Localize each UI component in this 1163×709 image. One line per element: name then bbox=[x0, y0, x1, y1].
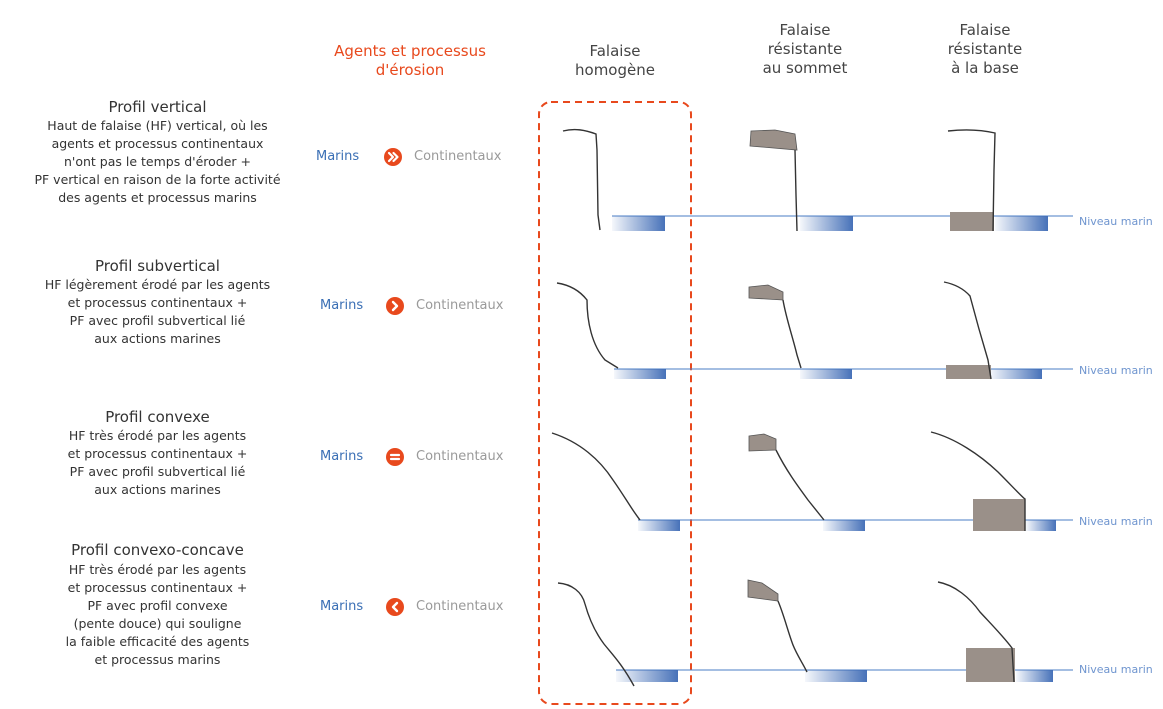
water-bar bbox=[990, 369, 1042, 379]
water-bar bbox=[995, 216, 1048, 231]
cliff-profile bbox=[562, 128, 601, 231]
water-bar bbox=[612, 216, 665, 231]
cliff-profile bbox=[782, 299, 802, 369]
row-desc-profil-convexe: HF très érodé par les agents et processu… bbox=[67, 428, 248, 497]
niveau-marin-label: Niveau marin bbox=[1079, 364, 1153, 377]
cliff-profile bbox=[943, 281, 992, 380]
chevron-left-icon bbox=[386, 598, 404, 616]
water-bar bbox=[800, 216, 853, 231]
resistant-rock-layer bbox=[966, 648, 1015, 682]
cliff-profile bbox=[556, 282, 619, 369]
row-title-profil-convexo-concave: Profil convexo-concave bbox=[71, 541, 244, 559]
continentaux-label: Continentaux bbox=[414, 149, 502, 164]
niveau-marin-label: Niveau marin bbox=[1079, 515, 1153, 528]
marins-label: Marins bbox=[320, 449, 364, 464]
cliff-profile bbox=[551, 432, 641, 521]
cliff-profile bbox=[775, 449, 825, 521]
cliff-profile bbox=[937, 581, 1015, 683]
resistant-rock-layer bbox=[749, 129, 798, 151]
resistant-rock-layer bbox=[950, 212, 994, 231]
row-title-profil-convexe: Profil convexe bbox=[105, 408, 210, 426]
cliff-profile bbox=[777, 600, 808, 673]
water-bar bbox=[614, 369, 666, 379]
cliff-profile bbox=[930, 431, 1026, 531]
water-bar bbox=[616, 670, 678, 682]
header-falaise-homogene: Falaise homogène bbox=[575, 42, 655, 79]
resistant-rock-layer bbox=[748, 284, 784, 301]
cliff-profile bbox=[947, 129, 996, 232]
resistant-rock-layer bbox=[748, 433, 777, 452]
cliff-profile bbox=[794, 149, 798, 232]
double-chevron-right-icon bbox=[384, 148, 402, 166]
header-falaise-resistante-base: Falaise résistante à la base bbox=[947, 21, 1023, 77]
continentaux-label: Continentaux bbox=[416, 298, 504, 313]
resistant-rock-layer bbox=[946, 365, 991, 379]
resistant-rock-layer bbox=[747, 579, 779, 602]
continentaux-label: Continentaux bbox=[416, 449, 504, 464]
water-bar bbox=[823, 520, 865, 531]
water-bar bbox=[805, 670, 867, 682]
row-title-profil-vertical: Profil vertical bbox=[108, 98, 207, 116]
niveau-marin-label: Niveau marin bbox=[1079, 663, 1153, 676]
water-bar bbox=[1016, 670, 1053, 682]
row-desc-profil-convexo-concave: HF très érodé par les agents et processu… bbox=[65, 562, 250, 667]
water-bar bbox=[638, 520, 680, 531]
water-bar bbox=[800, 369, 852, 379]
row-desc-profil-subvertical: HF légèrement érodé par les agents et pr… bbox=[44, 277, 271, 346]
niveau-marin-label: Niveau marin bbox=[1079, 215, 1153, 228]
homogeneous-column-highlight bbox=[538, 101, 692, 705]
header-agents: Agents et processus d'érosion bbox=[334, 42, 486, 79]
water-bar bbox=[1026, 520, 1056, 531]
chevron-right-icon bbox=[386, 297, 404, 315]
header-falaise-resistante-sommet: Falaise résistante au sommet bbox=[762, 21, 848, 77]
continentaux-label: Continentaux bbox=[416, 599, 504, 614]
resistant-rock-layer bbox=[973, 499, 1025, 531]
marins-label: Marins bbox=[320, 599, 364, 614]
row-desc-profil-vertical: Haut de falaise (HF) vertical, où les ag… bbox=[34, 118, 281, 205]
marins-label: Marins bbox=[320, 298, 364, 313]
marins-label: Marins bbox=[316, 149, 360, 164]
row-title-profil-subvertical: Profil subvertical bbox=[95, 257, 220, 275]
cliff-profile bbox=[557, 582, 635, 687]
equals-icon bbox=[386, 448, 404, 466]
